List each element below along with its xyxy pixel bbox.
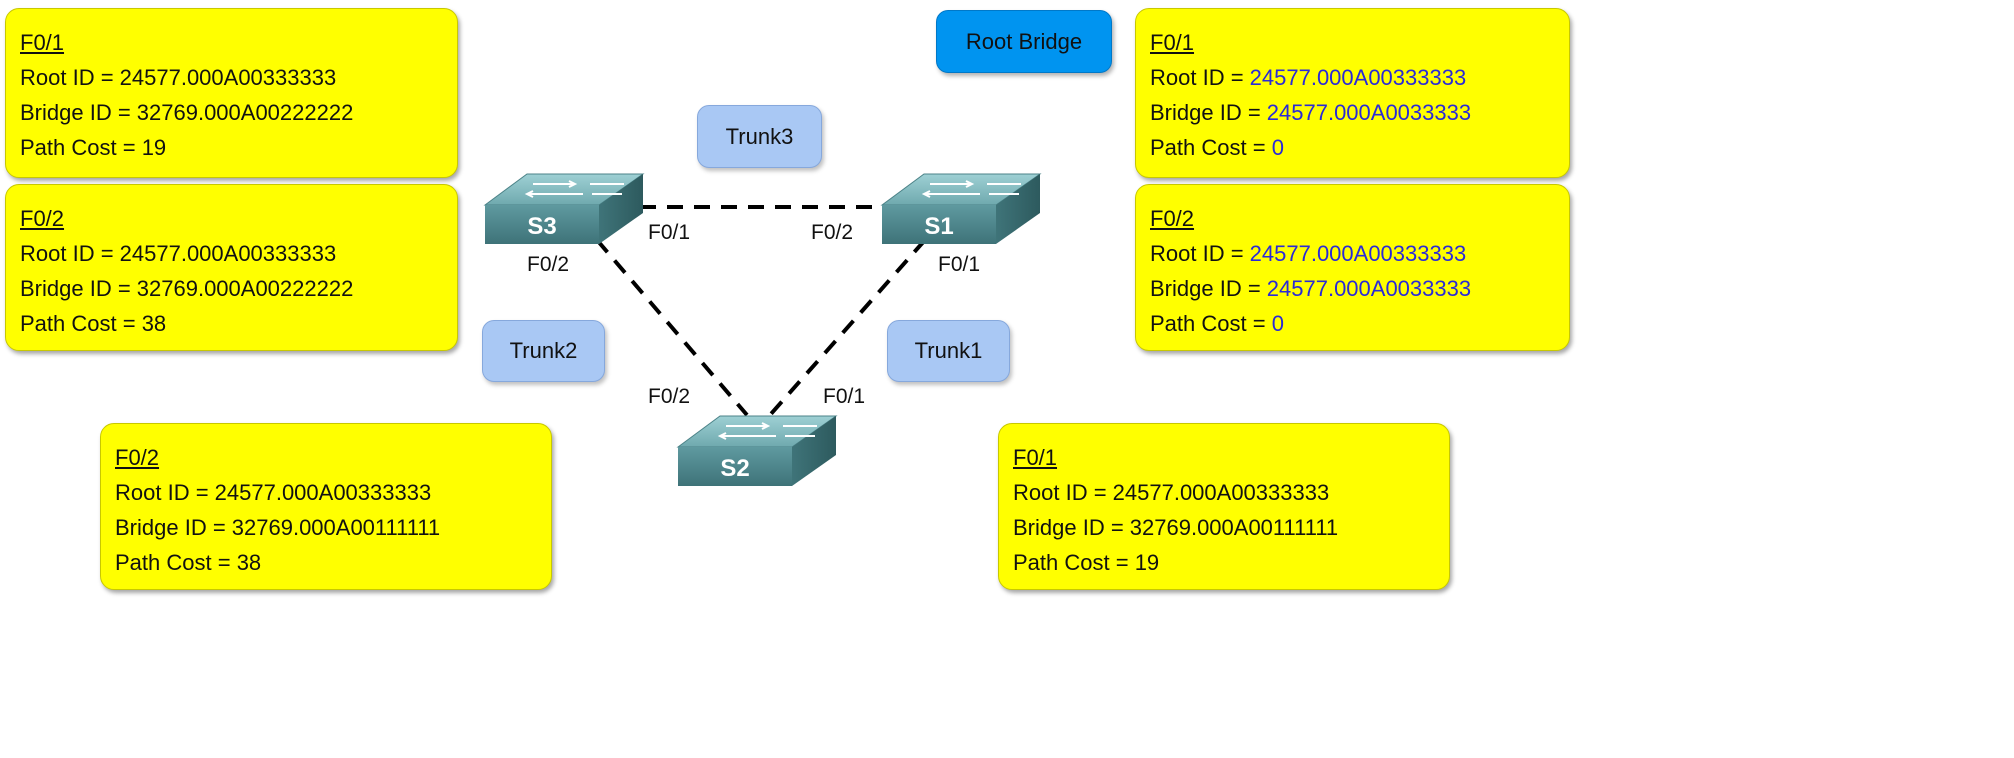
root-id-label: Root ID = — [20, 65, 120, 90]
root-id-value: 24577.000A00333333 — [1249, 65, 1467, 90]
switch-s3[interactable]: S3 — [483, 173, 645, 244]
port-info-card-s2-f01: F0/1 Root ID = 24577.000A00333333 Bridge… — [998, 423, 1450, 590]
card-port-title: F0/2 — [1150, 206, 1195, 231]
card-bridge-id-row: Bridge ID = 32769.000A00222222 — [20, 95, 443, 130]
card-port-title: F0/1 — [20, 30, 65, 55]
card-root-id-row: Root ID = 24577.000A00333333 — [1013, 475, 1435, 510]
card-port-title: F0/2 — [20, 206, 65, 231]
bridge-id-value: 32769.000A00222222 — [136, 276, 354, 301]
port-label-s2-f01: F0/1 — [823, 385, 866, 408]
root-id-value: 24577.000A00333333 — [214, 480, 432, 505]
bridge-id-value: 24577.000A0033333 — [1266, 276, 1472, 301]
path-cost-label: Path Cost = — [1150, 135, 1272, 160]
path-cost-label: Path Cost = — [20, 311, 142, 336]
port-label-s1-f02: F0/2 — [811, 221, 854, 244]
card-path-cost-row: Path Cost = 0 — [1150, 130, 1555, 165]
switch-s3-label: S3 — [527, 213, 556, 240]
card-path-cost-row: Path Cost = 0 — [1150, 306, 1555, 341]
switch-s1-label: S1 — [924, 213, 953, 240]
card-bridge-id-row: Bridge ID = 32769.000A00111111 — [1013, 510, 1435, 545]
bridge-id-label: Bridge ID = — [1150, 100, 1267, 125]
port-info-card-s3-f02: F0/2 Root ID = 24577.000A00333333 Bridge… — [5, 184, 458, 351]
root-id-value: 24577.000A00333333 — [119, 241, 337, 266]
port-label-s3-f01: F0/1 — [648, 221, 691, 244]
bridge-id-label: Bridge ID = — [20, 276, 137, 301]
port-info-card-s2-f02: F0/2 Root ID = 24577.000A00333333 Bridge… — [100, 423, 552, 590]
switch-s2[interactable]: S2 — [676, 415, 838, 486]
port-label-s1-f01: F0/1 — [938, 253, 981, 276]
card-port-title: F0/2 — [115, 445, 160, 470]
port-info-card-s1-f01: F0/1 Root ID = 24577.000A00333333 Bridge… — [1135, 8, 1570, 178]
bridge-id-label: Bridge ID = — [20, 100, 137, 125]
trunk1-label: Trunk1 — [887, 320, 1010, 382]
bridge-id-label: Bridge ID = — [1150, 276, 1267, 301]
card-root-id-row: Root ID = 24577.000A00333333 — [20, 236, 443, 271]
card-port-title: F0/1 — [1150, 30, 1195, 55]
root-id-value: 24577.000A00333333 — [1249, 241, 1467, 266]
port-label-s2-f02: F0/2 — [648, 385, 691, 408]
bridge-id-label: Bridge ID = — [1013, 515, 1130, 540]
root-id-value: 24577.000A00333333 — [119, 65, 337, 90]
path-cost-label: Path Cost = — [20, 135, 142, 160]
root-id-label: Root ID = — [1013, 480, 1113, 505]
root-id-value: 24577.000A00333333 — [1112, 480, 1330, 505]
link-trunk1 — [768, 238, 927, 417]
card-path-cost-row: Path Cost = 38 — [115, 545, 537, 580]
card-root-id-row: Root ID = 24577.000A00333333 — [20, 60, 443, 95]
card-bridge-id-row: Bridge ID = 24577.000A0033333 — [1150, 95, 1555, 130]
card-bridge-id-row: Bridge ID = 32769.000A00222222 — [20, 271, 443, 306]
root-bridge-badge: Root Bridge — [936, 10, 1112, 73]
card-path-cost-row: Path Cost = 19 — [1013, 545, 1435, 580]
bridge-id-value: 32769.000A00222222 — [136, 100, 354, 125]
card-bridge-id-row: Bridge ID = 24577.000A0033333 — [1150, 271, 1555, 306]
path-cost-value: 0 — [1271, 135, 1284, 160]
switch-s1[interactable]: S1 — [880, 173, 1042, 244]
root-id-label: Root ID = — [1150, 65, 1250, 90]
card-port-title: F0/1 — [1013, 445, 1058, 470]
path-cost-label: Path Cost = — [115, 550, 237, 575]
bridge-id-label: Bridge ID = — [115, 515, 232, 540]
root-id-label: Root ID = — [115, 480, 215, 505]
root-id-label: Root ID = — [1150, 241, 1250, 266]
link-trunk2 — [595, 238, 749, 417]
bridge-id-value: 32769.000A00111111 — [231, 515, 441, 540]
port-label-s3-f02: F0/2 — [527, 253, 570, 276]
bridge-id-value: 24577.000A0033333 — [1266, 100, 1472, 125]
path-cost-value: 19 — [1134, 550, 1160, 575]
root-id-label: Root ID = — [20, 241, 120, 266]
port-info-card-s1-f02: F0/2 Root ID = 24577.000A00333333 Bridge… — [1135, 184, 1570, 351]
trunk2-label: Trunk2 — [482, 320, 605, 382]
card-root-id-row: Root ID = 24577.000A00333333 — [1150, 60, 1555, 95]
path-cost-label: Path Cost = — [1013, 550, 1135, 575]
card-root-id-row: Root ID = 24577.000A00333333 — [115, 475, 537, 510]
card-bridge-id-row: Bridge ID = 32769.000A00111111 — [115, 510, 537, 545]
bridge-id-value: 32769.000A00111111 — [1129, 515, 1339, 540]
path-cost-value: 38 — [236, 550, 262, 575]
path-cost-value: 38 — [141, 311, 167, 336]
trunk3-label: Trunk3 — [697, 105, 822, 168]
card-path-cost-row: Path Cost = 19 — [20, 130, 443, 165]
switch-s2-label: S2 — [720, 455, 749, 482]
card-path-cost-row: Path Cost = 38 — [20, 306, 443, 341]
port-info-card-s3-f01: F0/1 Root ID = 24577.000A00333333 Bridge… — [5, 8, 458, 178]
path-cost-value: 19 — [141, 135, 167, 160]
path-cost-label: Path Cost = — [1150, 311, 1272, 336]
path-cost-value: 0 — [1271, 311, 1284, 336]
card-root-id-row: Root ID = 24577.000A00333333 — [1150, 236, 1555, 271]
